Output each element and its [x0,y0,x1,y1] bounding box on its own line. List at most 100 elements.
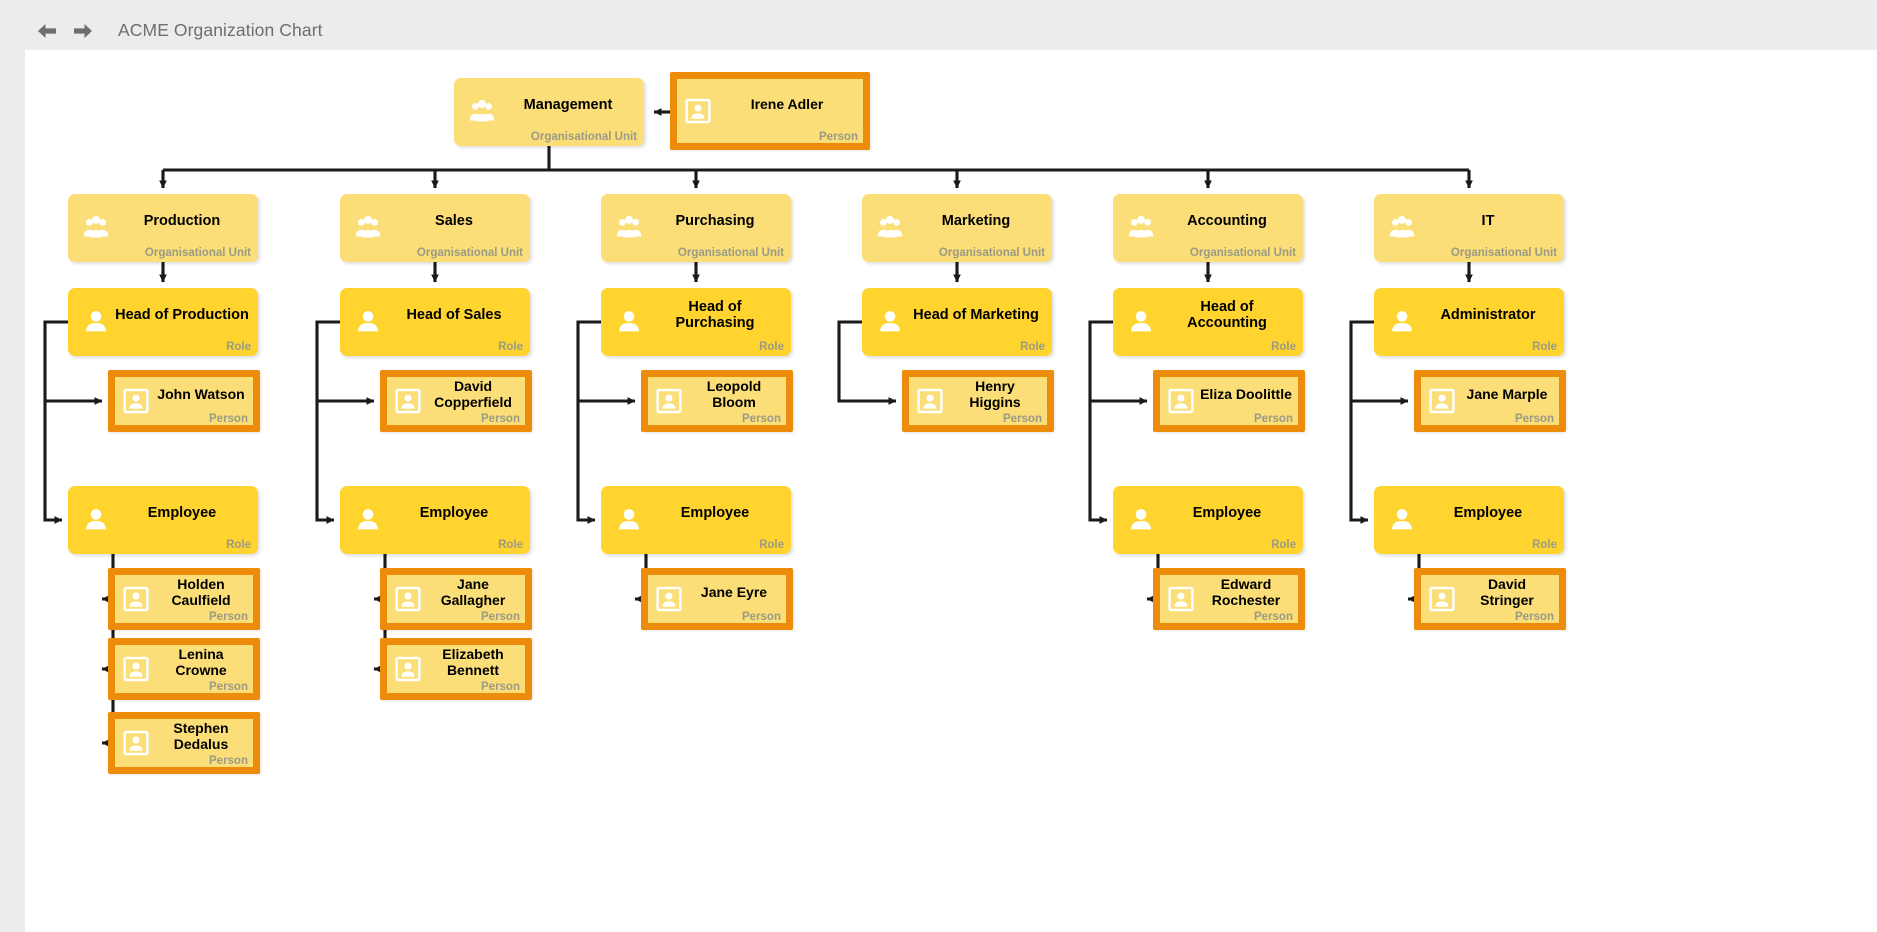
person-icon [1126,505,1156,535]
node-type-badge: Person [481,681,520,693]
node-label: Henry Higgins [969,377,1021,410]
node-label: Irene Adler [750,95,824,112]
node-type-badge: Person [819,131,858,143]
node-label: Head of Production [115,306,249,323]
node-type-badge: Person [1254,611,1293,623]
group-icon [1126,213,1156,243]
node-type-badge: Person [209,681,248,693]
person-card-icon [1168,586,1194,612]
node-type-badge: Person [481,611,520,623]
back-arrow-icon[interactable] [34,18,60,44]
node-label: Management [523,96,613,113]
node-label: Leopold Bloom [706,377,762,410]
node-type-badge: Person [481,413,520,425]
person-icon [614,307,644,337]
node-label: Jane Marple [1466,385,1548,402]
node-label: Head of Accounting [1187,298,1267,331]
node-type-badge: Role [226,341,251,353]
person-card-icon [123,586,149,612]
node-type-badge: Role [1532,539,1557,551]
group-icon [467,97,497,127]
node-label: Administrator [1440,306,1536,323]
node-label: David Stringer [1480,575,1534,608]
node-label: Head of Purchasing [675,298,755,331]
person-icon [875,307,905,337]
node-label: Marketing [941,212,1011,229]
group-icon [353,213,383,243]
node-label: Head of Marketing [913,306,1039,323]
person-card-icon [395,586,421,612]
person-icon [1387,505,1417,535]
group-icon [81,213,111,243]
person-card-icon [123,730,149,756]
person-icon [81,307,111,337]
node-type-badge: Person [1003,413,1042,425]
group-icon [1387,213,1417,243]
node-type-badge: Organisational Unit [1450,247,1557,259]
person-card-icon [656,388,682,414]
node-label: Holden Caulfield [171,575,231,608]
node-type-badge: Role [759,341,784,353]
node-label: Head of Sales [406,306,502,323]
person-icon [1126,307,1156,337]
node-type-badge: Person [1515,413,1554,425]
breadcrumb[interactable]: ACME Organization Chart [118,20,323,40]
node-label: Employee [419,504,489,521]
node-type-badge: Organisational Unit [677,247,784,259]
node-label: Purchasing [675,212,755,229]
forward-arrow-icon[interactable] [70,18,96,44]
node-type-badge: Person [742,611,781,623]
node-label: Accounting [1187,212,1267,229]
node-type-badge: Role [1020,341,1045,353]
person-card-icon [1429,388,1455,414]
node-type-badge: Role [498,539,523,551]
node-label: Elizabeth Bennett [442,645,504,678]
node-type-badge: Organisational Unit [938,247,1045,259]
person-icon [353,505,383,535]
node-type-badge: Person [1254,413,1293,425]
node-label: Employee [1192,504,1262,521]
person-card-icon [1429,586,1455,612]
node-type-badge: Person [1515,611,1554,623]
node-label: Jane Eyre [700,583,768,600]
person-card-icon [123,388,149,414]
node-type-badge: Role [759,539,784,551]
node-label: David Copperfield [434,377,512,410]
person-icon [1387,307,1417,337]
